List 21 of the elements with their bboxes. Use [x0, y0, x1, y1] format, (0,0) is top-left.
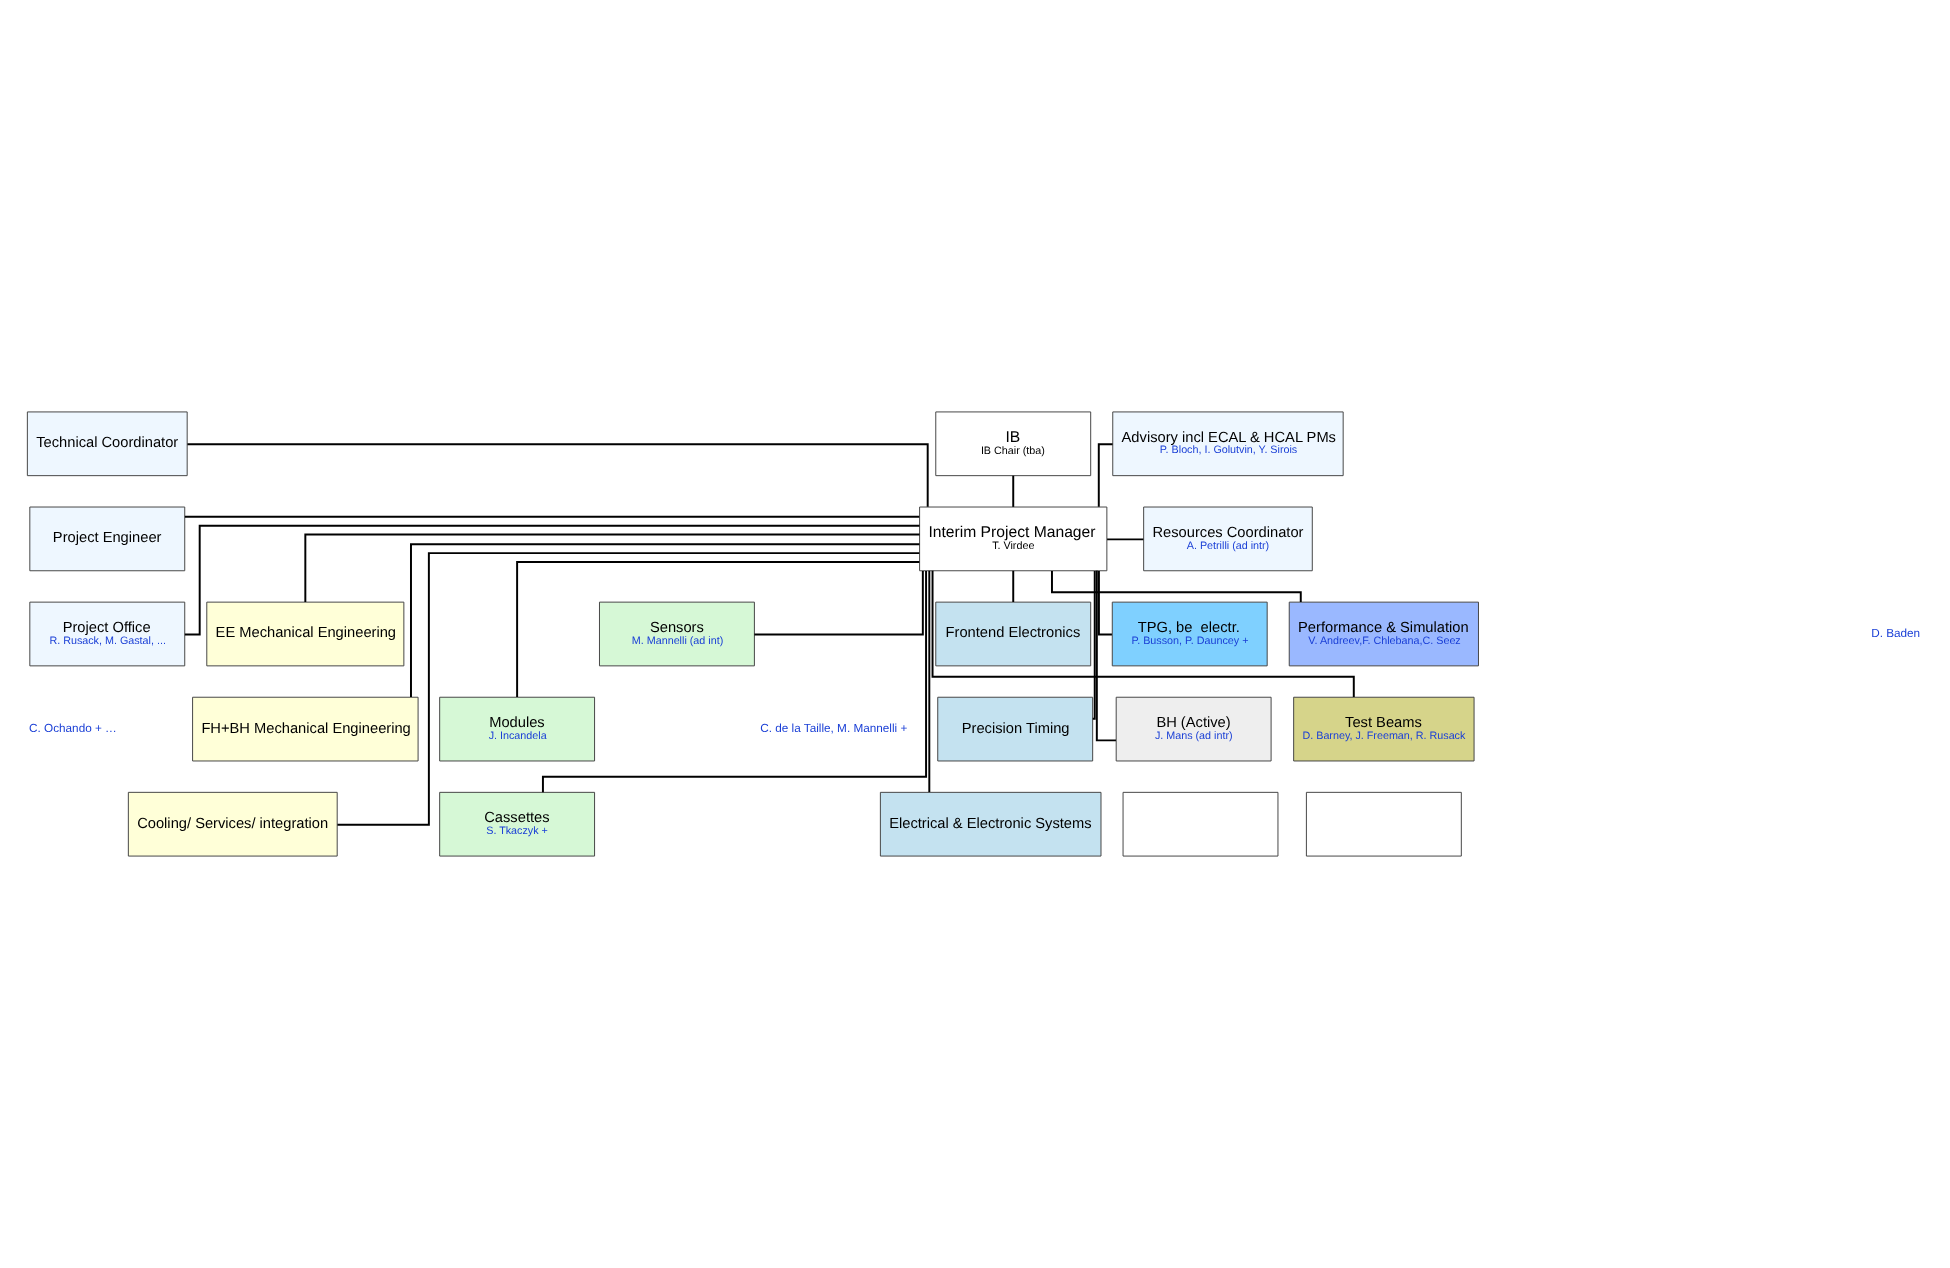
node-box — [1122, 791, 1279, 857]
connector — [1012, 474, 1015, 508]
connector — [516, 560, 921, 698]
connector — [931, 569, 1355, 699]
connector — [1091, 570, 1096, 720]
connector — [1097, 570, 1113, 636]
connector — [541, 570, 928, 794]
node-box — [1305, 791, 1462, 857]
connector — [928, 569, 931, 794]
connector — [1012, 569, 1015, 603]
connector — [304, 533, 921, 603]
connector — [186, 443, 929, 508]
connector — [410, 543, 921, 698]
connector — [753, 570, 924, 636]
connector — [1106, 538, 1145, 541]
connector — [1095, 569, 1117, 742]
connector — [183, 524, 921, 636]
connector — [183, 515, 921, 518]
connector — [336, 552, 921, 826]
connector — [1051, 569, 1302, 603]
connector — [1097, 443, 1114, 508]
